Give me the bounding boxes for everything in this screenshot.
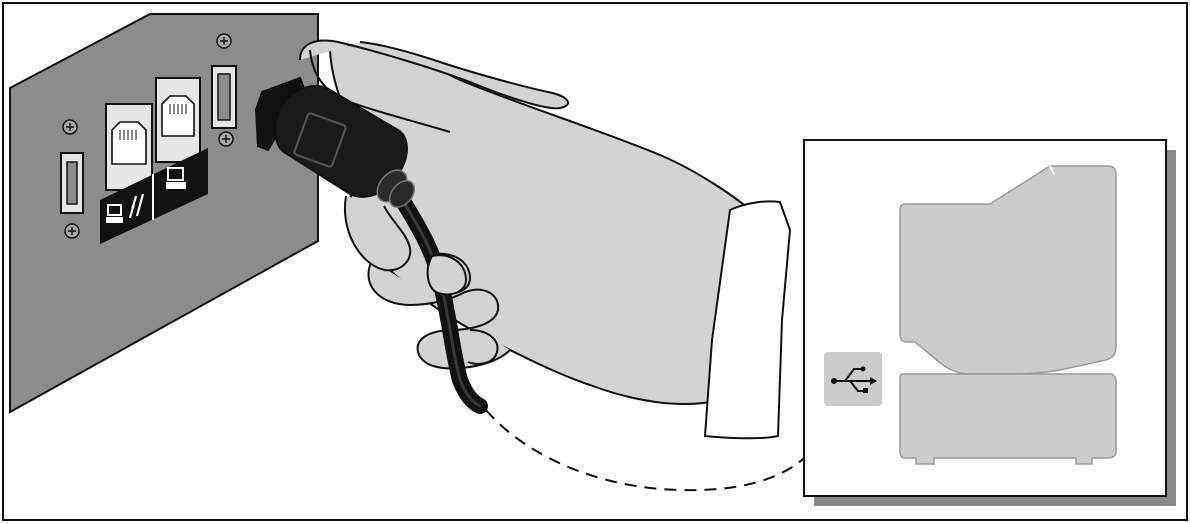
- slot-port-right: [211, 65, 237, 129]
- screw-icon: [64, 223, 80, 239]
- slot-port-left: [60, 152, 84, 214]
- screw-icon: [62, 119, 78, 135]
- usb-icon: [824, 352, 882, 406]
- screw-icon: [216, 33, 232, 49]
- computer-icon: [166, 167, 186, 189]
- printer-inset: [803, 139, 1176, 506]
- rj-jack-modem: [105, 103, 153, 191]
- modem-phone-icon: [128, 193, 145, 219]
- sleeve-cuff: [703, 200, 792, 440]
- usb-plug: [254, 76, 488, 414]
- printer-base: [899, 373, 1117, 465]
- rear-panel: [9, 13, 319, 414]
- fingers-front: [343, 195, 468, 296]
- rj-jack-network: [155, 77, 201, 163]
- screw-icon: [218, 131, 234, 147]
- computer-icon: [106, 204, 123, 223]
- port-label-plate: [100, 148, 208, 244]
